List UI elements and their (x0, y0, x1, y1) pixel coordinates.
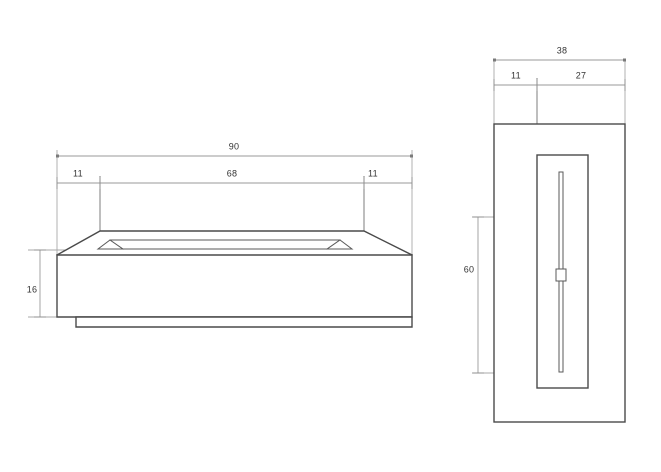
front-inner-opening (96, 239, 354, 250)
front-rim-trapezoid (56, 230, 413, 256)
front-body-fill (57, 255, 412, 317)
dimension-chain-plan: 11 27 (493, 70, 626, 91)
arrow-dot-left-38 (493, 58, 496, 62)
dim-label-right-segment: 11 (368, 168, 378, 178)
front-inner-corner-right (326, 239, 341, 250)
front-inner-corner-left (109, 239, 124, 250)
dim-label-left-segment: 11 (73, 168, 83, 178)
dim-label-height: 16 (27, 284, 38, 294)
dimension-plan-overall-38: 38 (493, 45, 626, 62)
plan-view-group: 38 11 27 60 (464, 45, 626, 423)
front-base-plinth (75, 316, 413, 328)
arrow-dot-left-90 (56, 154, 59, 158)
plan-burner-fitting (555, 268, 567, 282)
dimension-overall-width-90: 90 (56, 141, 413, 158)
dim-label-center-segment: 68 (227, 168, 238, 178)
dim-label-plan-overall: 38 (557, 45, 568, 55)
dim-label-overall-width: 90 (229, 141, 240, 151)
dim-label-plan-left-segment: 11 (511, 70, 521, 80)
front-elevation-group: 90 11 68 11 16 (27, 141, 413, 328)
plan-outer-rect (493, 123, 626, 423)
arrow-dot-right-38 (623, 58, 626, 62)
front-base-plinth-fill (76, 317, 412, 327)
dimension-chain-front: 11 68 11 (56, 168, 413, 189)
plan-burner-fitting-fill (556, 269, 566, 281)
dim-label-plan-depth: 60 (464, 264, 475, 274)
front-inner-opening-fill (98, 240, 352, 249)
plan-inner-rect (536, 154, 589, 389)
arrow-dot-right-90 (410, 154, 413, 158)
dim-label-plan-right-segment: 27 (576, 70, 587, 80)
